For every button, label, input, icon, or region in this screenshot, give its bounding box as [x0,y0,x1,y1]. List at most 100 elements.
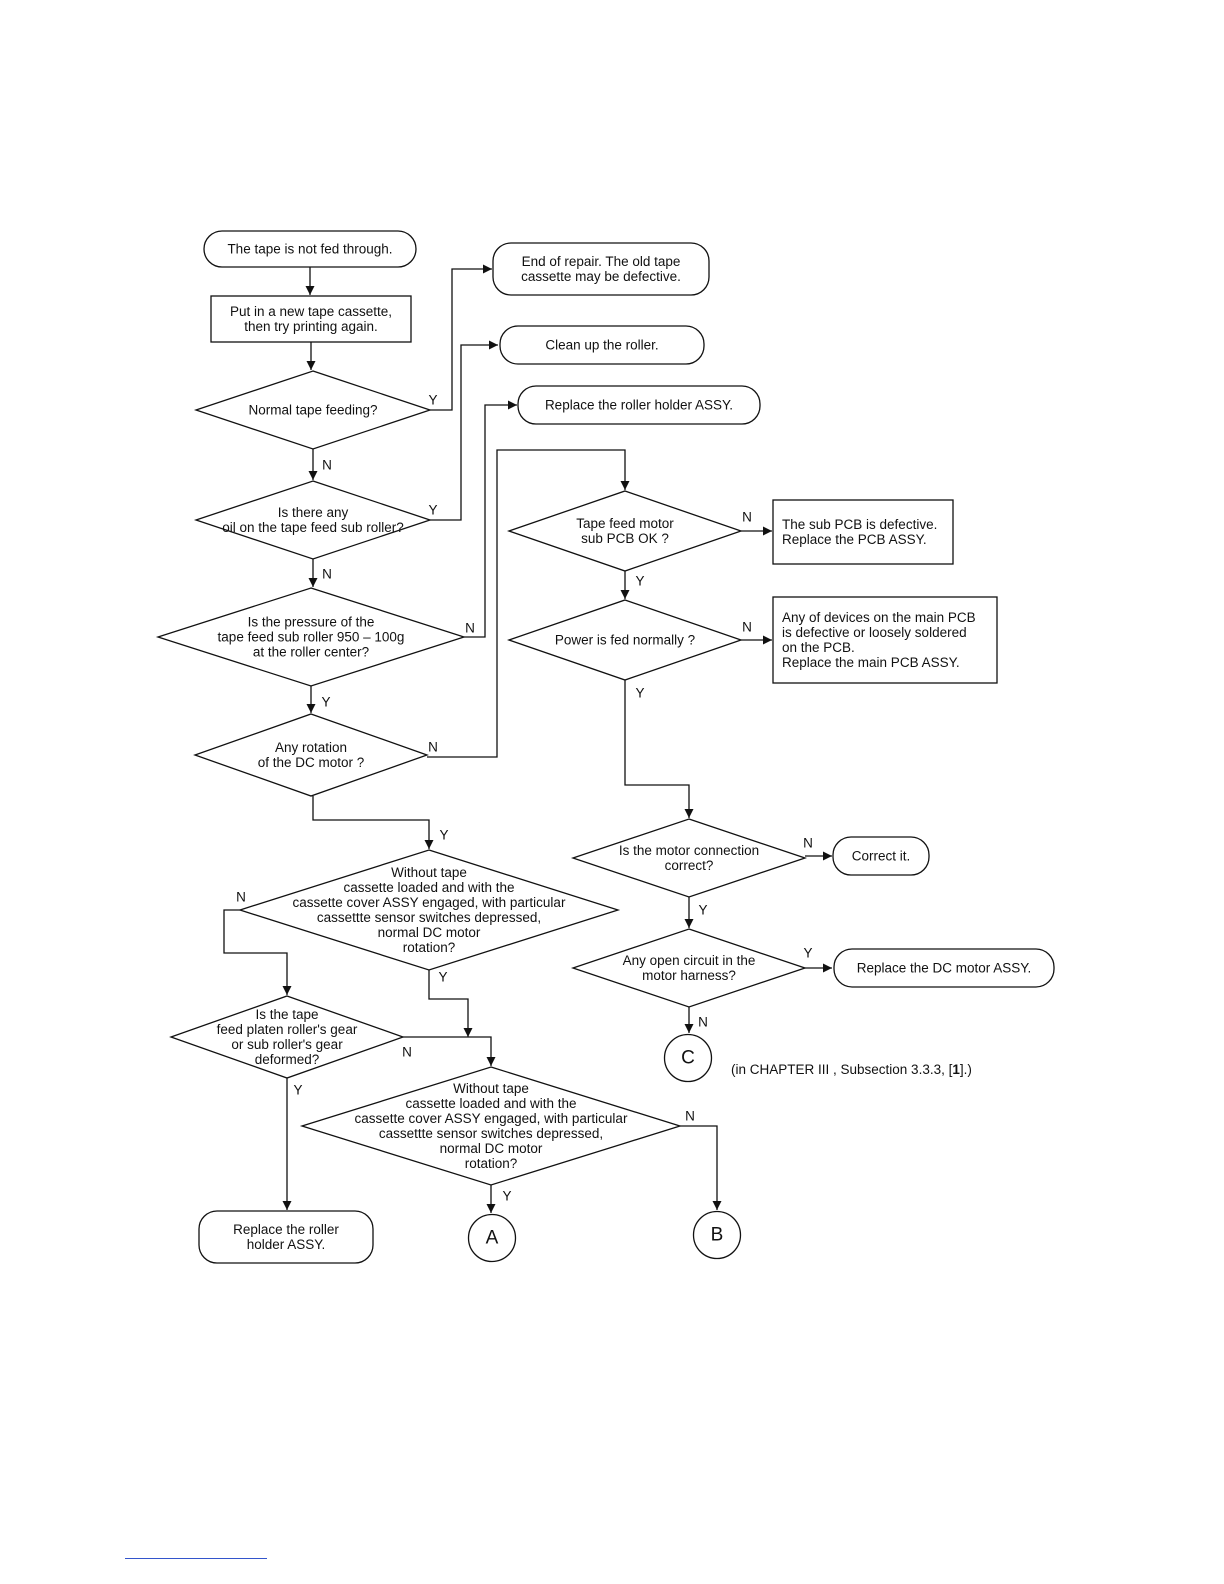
node-text-line: B [711,1225,724,1246]
node-text-line: Replace the DC motor ASSY. [857,961,1032,976]
node-text-line: Correct it. [852,849,911,864]
edge-label-no: N [465,621,475,636]
node-text-line: Normal tape feeding? [248,403,377,418]
node-text-line: The sub PCB is defective. [782,517,937,532]
node-text-line: Without tape [391,865,467,880]
node-text-line: cassette cover ASSY engaged, with partic… [355,1111,628,1126]
edge-label-yes: Y [635,686,644,701]
node-text-line: Any open circuit in the [623,953,756,968]
terminal-box [203,230,417,268]
process-box [210,295,412,343]
node-text-line: Clean up the roller. [545,338,658,353]
node-text-line: Without tape [453,1081,529,1096]
node-text-line: cassettte sensor switches depressed, [317,910,541,925]
flow-arrow [430,264,492,411]
footnote-suffix: ].) [959,1062,972,1077]
node-text-line: cassette loaded and with the [405,1096,576,1111]
node-clean-roller: Clean up the roller. [499,325,705,365]
node-text-line: Power is fed normally ? [555,633,695,648]
node-text-line: Is the pressure of the [248,615,375,630]
node-text-line: End of repair. The old tape [522,254,681,269]
node-text-line: then try printing again. [244,319,378,334]
decision-diamond [155,587,467,687]
chapter-reference-note: (in CHAPTER III , Subsection 3.3.3, [1].… [731,1062,972,1077]
node-text-line: Replace the roller holder ASSY. [545,398,733,413]
terminal-box [198,1210,374,1264]
flow-arrow [430,340,498,521]
node-text-line: Replace the roller [233,1222,339,1237]
node-text-line: correct? [665,858,714,873]
connector-circle [467,1213,517,1263]
node-text-line: normal DC motor [440,1141,543,1156]
edge-label-no: N [742,620,752,635]
node-text-line: Is the motor connection [619,843,759,858]
terminal-box [517,385,761,425]
node-replace-holder-1: Replace the roller holder ASSY. [517,385,761,425]
footnote-prefix: (in CHAPTER III , Subsection 3.3.3, [ [731,1062,953,1077]
connector-circle [663,1033,713,1083]
edge-label-no: N [742,510,752,525]
node-text-line: Tape feed motor [576,516,674,531]
connector-circle [692,1210,742,1260]
flow-arrow [223,909,292,995]
node-text-line: tape feed sub roller 950 – 100g [218,630,405,645]
edge-label-no: N [402,1045,412,1060]
decision-diamond [193,370,433,450]
edge-label-no: N [803,836,813,851]
edge-label-no: N [322,458,332,473]
flow-arrow [312,796,434,849]
node-text-line: cassette loaded and with the [343,880,514,895]
decision-diamond [507,490,743,572]
decision-diamond [237,849,621,971]
node-correct-it: Correct it. [832,836,930,876]
node-text-line: Is there any [278,505,349,520]
edge-label-no: N [698,1015,708,1030]
edge-label-yes: Y [428,503,437,518]
node-conn-a: A [467,1213,517,1263]
node-text-line: rotation? [465,1156,518,1171]
node-sub-pcb-defective: The sub PCB is defective.Replace the PCB… [772,499,954,565]
node-text-line: motor harness? [642,968,736,983]
edge-label-no: N [322,567,332,582]
edge-label-yes: Y [428,393,437,408]
decision-diamond [507,599,743,681]
edge-label-yes: Y [293,1083,302,1098]
node-text-line: or sub roller's gear [231,1037,343,1052]
footnote-ref: 1 [952,1062,960,1077]
node-text-line: C [681,1048,695,1069]
node-text-line: deformed? [255,1052,320,1067]
node-text-line: cassettte sensor switches depressed, [379,1126,603,1141]
edge-label-yes: Y [803,946,812,961]
node-text-line: holder ASSY. [247,1237,326,1252]
node-text-line: Is the tape [255,1007,318,1022]
node-text-line: Any of devices on the main PCB [782,610,976,625]
node-new-cassette: Put in a new tape cassette,then try prin… [210,295,412,343]
node-power-fed: Power is fed normally ? [507,599,743,681]
decision-diamond [299,1066,683,1186]
node-text-line: feed platen roller's gear [217,1022,358,1037]
node-text-line: is defective or loosely soldered [782,625,967,640]
edge-label-yes: Y [439,828,448,843]
decision-diamond [193,480,433,560]
node-replace-dc: Replace the DC motor ASSY. [833,948,1055,988]
decision-diamond [570,818,808,898]
node-normal-feed: Normal tape feeding? [193,370,433,450]
process-box [772,499,954,565]
edge-label-yes: Y [321,695,330,710]
flow-arrow [403,1036,496,1066]
node-text-line: at the roller center? [253,645,369,660]
node-text-line: on the PCB. [782,640,855,655]
node-conn-c: C [663,1033,713,1083]
footer-rule [125,1558,267,1559]
flow-arrow [427,449,630,758]
flow-arrow [624,680,694,818]
